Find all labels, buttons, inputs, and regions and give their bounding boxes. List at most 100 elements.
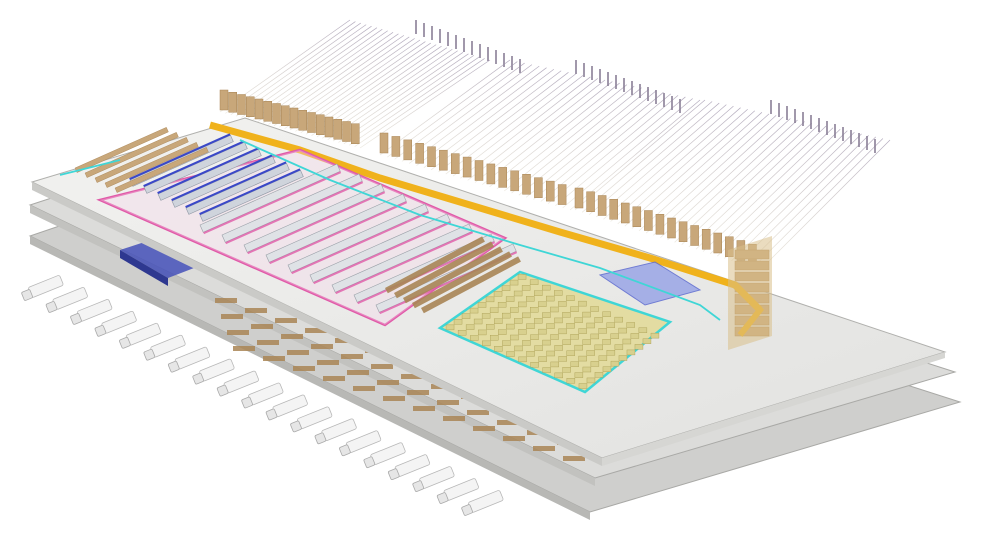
pallet: [618, 327, 627, 334]
carton-line-body: [403, 246, 503, 304]
rack-wire: [724, 132, 855, 259]
rack-top: [423, 23, 425, 37]
truck-trailer: [248, 382, 284, 406]
right-edge-rack: [728, 236, 772, 350]
rack-top: [770, 100, 772, 114]
pallet-grid: [445, 274, 660, 389]
pallet: [594, 344, 603, 351]
rack-top: [850, 130, 852, 144]
rack-wire: [624, 110, 756, 227]
rack-wire: [660, 118, 791, 238]
truck-cab: [436, 492, 449, 504]
carton-stack: [557, 184, 567, 205]
truck-trailer: [199, 358, 235, 382]
pallet: [554, 317, 563, 324]
rack-wire: [525, 90, 657, 198]
pallet: [574, 344, 583, 351]
carton-row: [215, 298, 237, 303]
pallet: [509, 279, 519, 286]
picking-zone: [598, 261, 702, 306]
truck-trailer: [443, 478, 479, 501]
carton-stack: [678, 221, 688, 242]
rack-wire: [540, 93, 671, 202]
sortation-line: [221, 173, 364, 245]
carton-row: [287, 350, 309, 355]
pallet: [486, 324, 495, 330]
pallet: [550, 306, 559, 313]
rack-wire: [379, 59, 511, 156]
storage-line: [185, 161, 290, 215]
carton-row: [323, 376, 345, 381]
rack-wire: [709, 128, 841, 255]
rack-top: [511, 56, 513, 70]
pallet: [542, 367, 551, 373]
carton-stack: [246, 96, 255, 117]
carton-stack: [403, 139, 412, 161]
rack-wire: [416, 67, 547, 166]
rack-wire: [617, 108, 748, 225]
pallet: [534, 318, 543, 324]
rack-top: [455, 35, 457, 49]
carton-stack: [474, 160, 484, 181]
carton-stack: [281, 105, 290, 126]
rack-top: [583, 63, 585, 77]
pallet: [514, 318, 523, 324]
truck: [167, 346, 211, 373]
truck-trailer: [345, 430, 382, 453]
pallet: [578, 383, 588, 389]
sortation-lines: [74, 127, 521, 315]
pallet: [453, 319, 463, 325]
carton-line: [114, 147, 209, 193]
truck-trailer: [321, 418, 357, 442]
truck: [119, 322, 162, 349]
pallet: [578, 355, 587, 362]
rack-top: [463, 38, 465, 52]
truck-trailer: [468, 490, 504, 513]
truck: [339, 430, 382, 457]
truck-cab: [167, 360, 180, 373]
truck-cab: [143, 348, 156, 361]
rack-wire: [555, 96, 686, 207]
pallet: [558, 356, 567, 362]
rack-wire: [430, 70, 562, 171]
pallet: [501, 285, 511, 291]
pallet: [598, 328, 607, 334]
storage-rail: [185, 161, 287, 208]
rack-top: [663, 93, 665, 107]
carton-stack: [237, 94, 246, 115]
pallet: [590, 361, 600, 367]
rack-top: [858, 133, 860, 147]
pallet: [530, 362, 539, 368]
carton-stack: [546, 180, 555, 202]
pallet: [529, 279, 539, 285]
pallet: [542, 312, 551, 318]
rack-top: [794, 109, 796, 123]
pallet-storage-field: [437, 270, 673, 394]
truck: [387, 454, 431, 480]
rack-wire: [759, 139, 891, 271]
rack-top: [631, 81, 633, 95]
rack-wire: [343, 55, 475, 145]
truck: [265, 394, 308, 421]
pallet: [574, 317, 583, 323]
carton-stack: [690, 225, 699, 246]
pallet: [445, 324, 455, 331]
truck-cab: [45, 301, 58, 313]
rack-top: [866, 136, 868, 150]
carton-line-body: [385, 236, 485, 294]
carton-row: [221, 314, 243, 319]
carton-stack: [486, 163, 496, 185]
truck-cab: [70, 313, 82, 325]
pallet: [566, 350, 575, 356]
pallet: [497, 302, 507, 308]
truck: [363, 442, 406, 469]
rack-wire: [354, 58, 485, 147]
truck-trailer: [150, 334, 186, 358]
pallet: [602, 339, 611, 345]
rack-wire: [562, 98, 693, 209]
pallet: [622, 338, 632, 345]
pallet: [530, 334, 539, 340]
carton-stack: [510, 170, 519, 192]
pallet: [513, 290, 523, 297]
rack-wire: [752, 138, 884, 268]
